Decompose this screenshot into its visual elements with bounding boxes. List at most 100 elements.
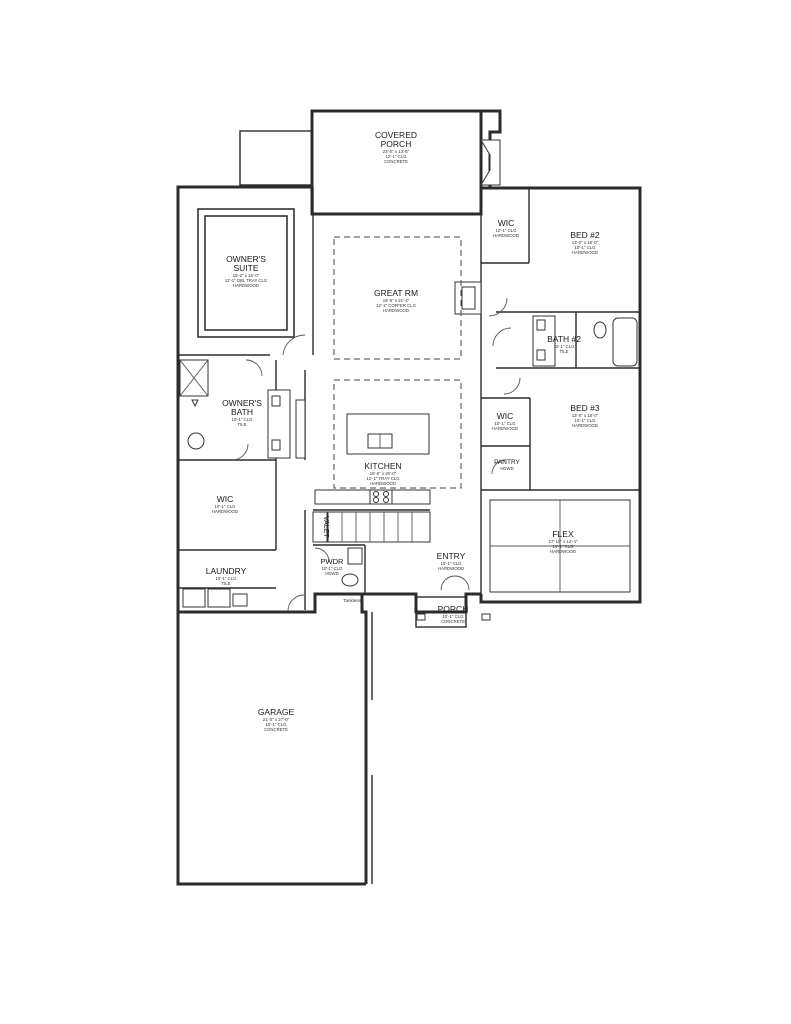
staircase [312,511,431,543]
front-porch [415,596,491,628]
covered-porch-name-2: PORCH [381,139,412,149]
entry-floor: HARDWOOD [438,566,464,571]
porch-fireplace [480,139,501,186]
owners-suite-name-1: OWNER'S [226,254,266,264]
bed2-ceiling: 10'-1" CLG [575,245,597,250]
pantry-floor: HDWD [500,466,513,471]
bath2-fixtures [532,315,638,367]
wic-bed3-floor: HARDWOOD [492,426,518,431]
range [369,489,393,505]
great-rm-floor: HARDWOOD [383,308,409,313]
porch-name: PORCH [438,604,469,614]
great-rm-name: GREAT RM [374,288,418,298]
rear-patio-pad [239,130,313,186]
wic-bed2-floor: HARDWOOD [493,233,519,238]
bed2-name: BED #2 [570,230,600,240]
great-rm-ceiling: 12'-1" COFFER CLG [376,303,416,308]
pwdr-name: PWDR [321,557,344,566]
kitchen-name: KITCHEN [364,461,401,471]
valet-bench [312,511,328,543]
wic-owner-ceiling: 10'-1" CLG [215,504,237,509]
owners-bath-name-2: BATH [231,407,253,417]
owners-toilet [187,432,205,450]
flex-fixtures [489,499,631,593]
covered-porch-name-1: COVERED [375,130,417,140]
wic-bed3-name: WIC [497,411,514,421]
right-exterior-wall [479,186,642,604]
bed3-name: BED #3 [570,403,600,413]
owners-bath-fixtures [179,359,306,459]
owners-bath-ceiling: 10'-1" CLG [232,417,254,422]
front-wall-entry [362,592,481,614]
garage-floor: CONCRETE [264,727,288,732]
covered-porch-floor: CONCRETE [384,159,408,164]
covered-porch-dims: 23'-0" x 13'-6" [383,149,410,154]
wic-bed2-ceiling: 10'-1" CLG [496,228,518,233]
valet-label: VALET [322,516,329,538]
wic-bed3-ceiling: 10'-1" CLG [495,421,517,426]
laundry-ceiling: 10'-1" CLG [216,576,238,581]
laundry-name: LAUNDRY [206,566,247,576]
shower-drain [191,399,199,408]
wic-bed2-name: WIC [498,218,515,228]
door-swings [231,297,521,612]
tankless-label: Tankless [343,598,361,603]
bath2-floor: TILE [559,349,568,354]
entry-ceiling: 10'-1" CLG [441,561,463,566]
owners-bath-floor: TILE [237,422,246,427]
flex-dims: 17'-10" x 12'-4" [549,539,578,544]
garage-dims: 21'-0" x 27'-0" [263,717,290,722]
bath2-toilet [593,321,607,339]
porch-floor: CONCRETE [441,619,465,624]
owners-bath-name-1: OWNER'S [222,398,262,408]
laundry-floor: TILE [221,581,230,586]
hall-linen [295,399,306,459]
interior-walls [178,187,640,610]
great-rm-coffer [333,236,462,360]
bed2-floor: HARDWOOD [572,250,598,255]
pwdr-floor: HDWD [325,571,338,576]
kitchen-tray [333,379,462,489]
fireplaces [454,139,501,315]
dryer [207,588,231,608]
owners-suite-ceiling: 12'-1" DBL TRAY CLG [225,278,268,283]
flex-floor: HARDWOOD [550,549,576,554]
garage-right-wall [178,592,368,884]
garage-ceiling: 10'-1" CLG [266,722,288,727]
great-rm-dims: 18'-6" x 21'-4" [383,298,410,303]
bed3-dims: 13'-0" x 18'-0" [572,413,599,418]
flex-name: FLEX [552,529,574,539]
pwdr-ceiling: 10'-1" CLG [322,566,344,571]
kitchen-fixtures [314,413,431,505]
porch-ceiling: 10'-1" CLG [443,614,465,619]
bath2-name: BATH #2 [547,334,581,344]
entry-name: ENTRY [437,551,466,561]
wic-owner-name: WIC [217,494,234,504]
pwdr-sink [347,547,363,565]
wic-owner-floor: HARDWOOD [212,509,238,514]
owners-suite-name-2: SUITE [233,263,258,273]
bed2-dims: 13'-0" x 18'-0" [572,240,599,245]
pantry-name: PANTRY [494,459,520,466]
garage-outline [176,612,366,886]
garage-name: GARAGE [258,707,295,717]
laundry-sink [232,593,248,607]
owners-suite-floor: HARDWOOD [233,283,259,288]
washer [182,588,206,608]
bed3-ceiling: 10'-1" CLG [575,418,597,423]
left-exterior-wall [176,185,313,612]
bath2-ceiling: 10'-1" CLG [554,344,576,349]
laundry-fixtures [182,547,363,608]
kitchen-floor: HARDWOOD [370,481,396,486]
owners-suite-dims: 15'-2" x 16'-0" [233,273,260,278]
bath2-tub [612,317,638,367]
kitchen-dims: 18'-6" x 20'-0" [370,471,397,476]
flex-ceiling: 10'-1" CLG [553,544,575,549]
pwdr-toilet [341,573,359,587]
kitchen-ceiling: 12'-1" TRAY CLG [366,476,400,481]
bed3-floor: HARDWOOD [572,423,598,428]
owners-suite-tray [197,208,295,338]
covered-porch-ceiling: 12'-1" CLG [386,154,408,159]
room-labels: COVERED PORCH 23'-0" x 13'-6" 12'-1" CLG… [206,130,600,732]
